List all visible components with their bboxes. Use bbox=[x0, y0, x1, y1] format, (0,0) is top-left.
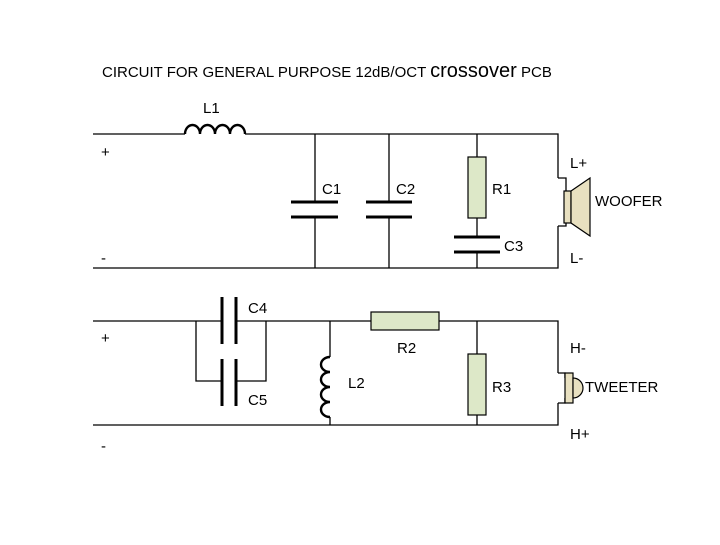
capacitor-c2 bbox=[366, 134, 412, 268]
label-c2: C2 bbox=[396, 181, 415, 198]
diagram-title: CIRCUIT FOR GENERAL PURPOSE 12dB/OCT cro… bbox=[102, 60, 552, 82]
label-c5: C5 bbox=[248, 392, 267, 409]
label-speaker-h-minus: H- bbox=[570, 340, 586, 357]
capacitor-c1 bbox=[291, 134, 338, 268]
woofer-minus-terminal: - bbox=[101, 250, 106, 267]
capacitor-c3 bbox=[454, 235, 500, 254]
tweeter-bottom-rail bbox=[93, 403, 559, 426]
label-speaker-l-plus: L+ bbox=[570, 155, 587, 172]
woofer-plus-terminal: + bbox=[101, 144, 110, 161]
woofer-speaker-icon bbox=[558, 176, 591, 238]
label-c1: C1 bbox=[322, 181, 341, 198]
capacitor-c4 bbox=[220, 297, 238, 344]
label-c3: C3 bbox=[504, 238, 523, 255]
resistor-r1 bbox=[467, 134, 487, 268]
resistor-r3 bbox=[467, 321, 487, 425]
inductor-l2 bbox=[319, 321, 331, 425]
tweeter-minus-terminal: - bbox=[101, 438, 106, 455]
label-l1: L1 bbox=[203, 100, 220, 117]
woofer-top-rail bbox=[93, 133, 559, 178]
inductor-l1 bbox=[183, 123, 247, 135]
tweeter-plus-terminal: + bbox=[101, 330, 110, 347]
tweeter-speaker-icon bbox=[558, 372, 584, 404]
label-tweeter: TWEETER bbox=[585, 379, 658, 396]
label-speaker-l-minus: L- bbox=[570, 250, 583, 267]
label-c4: C4 bbox=[248, 300, 267, 317]
label-r2: R2 bbox=[397, 340, 416, 357]
capacitor-c5 bbox=[195, 321, 267, 406]
woofer-bottom-rail bbox=[93, 226, 559, 269]
label-r1: R1 bbox=[492, 181, 511, 198]
tweeter-top-rail bbox=[236, 320, 559, 373]
tweeter-section: + - C4 C5 L2 R2 R3 bbox=[93, 297, 658, 455]
woofer-section: L1 + - C1 C2 R1 C3 L+ bbox=[93, 100, 663, 269]
resistor-r2 bbox=[370, 311, 440, 331]
label-speaker-h-plus: H+ bbox=[570, 426, 590, 443]
label-woofer: WOOFER bbox=[595, 193, 663, 210]
label-r3: R3 bbox=[492, 379, 511, 396]
label-l2: L2 bbox=[348, 375, 365, 392]
